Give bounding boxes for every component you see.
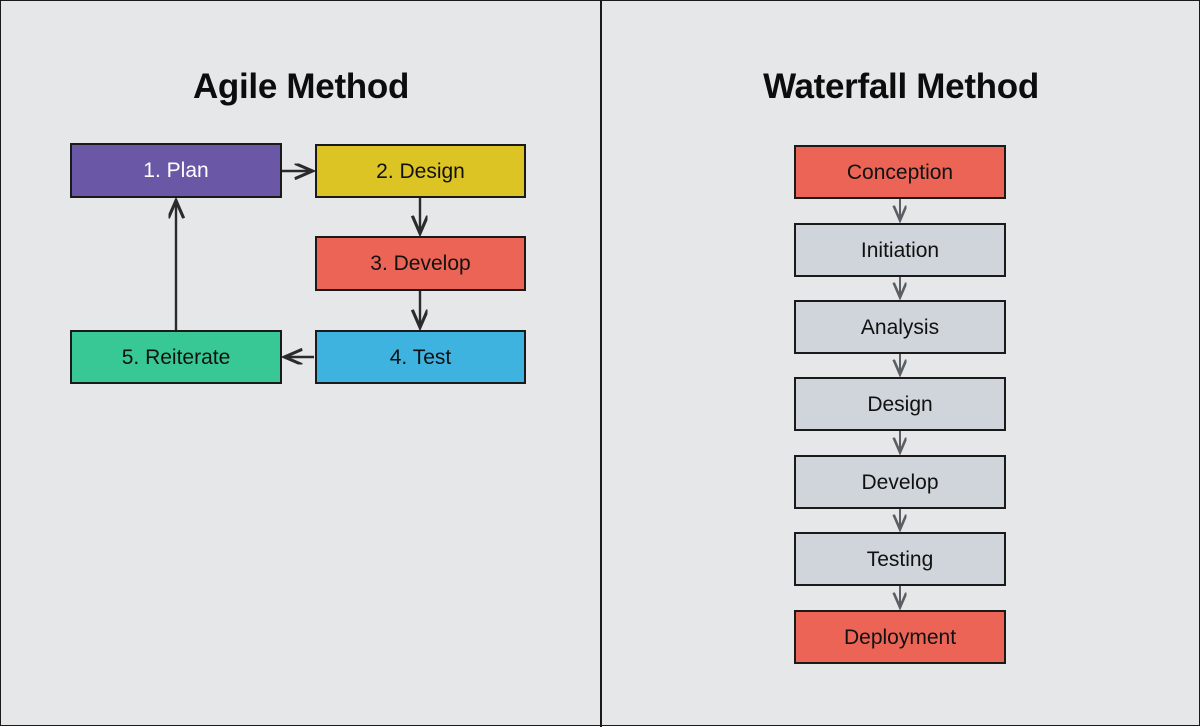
- agile-node-plan[interactable]: 1. Plan: [70, 143, 282, 198]
- waterfall-node-testing-label: Testing: [866, 547, 934, 571]
- panel-waterfall-method: Waterfall Method: [601, 1, 1200, 727]
- waterfall-node-analysis[interactable]: Analysis: [794, 300, 1006, 354]
- waterfall-node-conception[interactable]: Conception: [794, 145, 1006, 199]
- waterfall-node-initiation-label: Initiation: [860, 238, 940, 262]
- panel-divider: [600, 1, 602, 727]
- agile-node-reiterate-label: 5. Reiterate: [121, 345, 231, 369]
- waterfall-node-develop-label: Develop: [861, 470, 939, 494]
- waterfall-node-analysis-label: Analysis: [860, 315, 940, 339]
- agile-panel-title: Agile Method: [192, 67, 410, 106]
- waterfall-node-conception-label: Conception: [846, 160, 954, 184]
- waterfall-node-deployment[interactable]: Deployment: [794, 610, 1006, 664]
- waterfall-node-initiation[interactable]: Initiation: [794, 223, 1006, 277]
- agile-node-design[interactable]: 2. Design: [315, 144, 526, 198]
- agile-node-plan-label: 1. Plan: [143, 159, 209, 182]
- panel-agile-method: Agile Method: [1, 1, 601, 727]
- agile-node-develop[interactable]: 3. Develop: [315, 236, 526, 291]
- waterfall-node-design[interactable]: Design: [794, 377, 1006, 431]
- agile-node-test-label: 4. Test: [389, 345, 452, 369]
- agile-node-develop-label: 3. Develop: [370, 252, 471, 275]
- waterfall-node-design-label: Design: [867, 392, 933, 416]
- waterfall-node-testing[interactable]: Testing: [794, 532, 1006, 586]
- waterfall-panel-title: Waterfall Method: [763, 67, 1039, 106]
- agile-node-design-label: 2. Design: [376, 159, 465, 183]
- waterfall-node-develop[interactable]: Develop: [794, 455, 1006, 509]
- agile-node-test[interactable]: 4. Test: [315, 330, 526, 384]
- agile-node-reiterate[interactable]: 5. Reiterate: [70, 330, 282, 384]
- waterfall-node-deployment-label: Deployment: [843, 625, 957, 649]
